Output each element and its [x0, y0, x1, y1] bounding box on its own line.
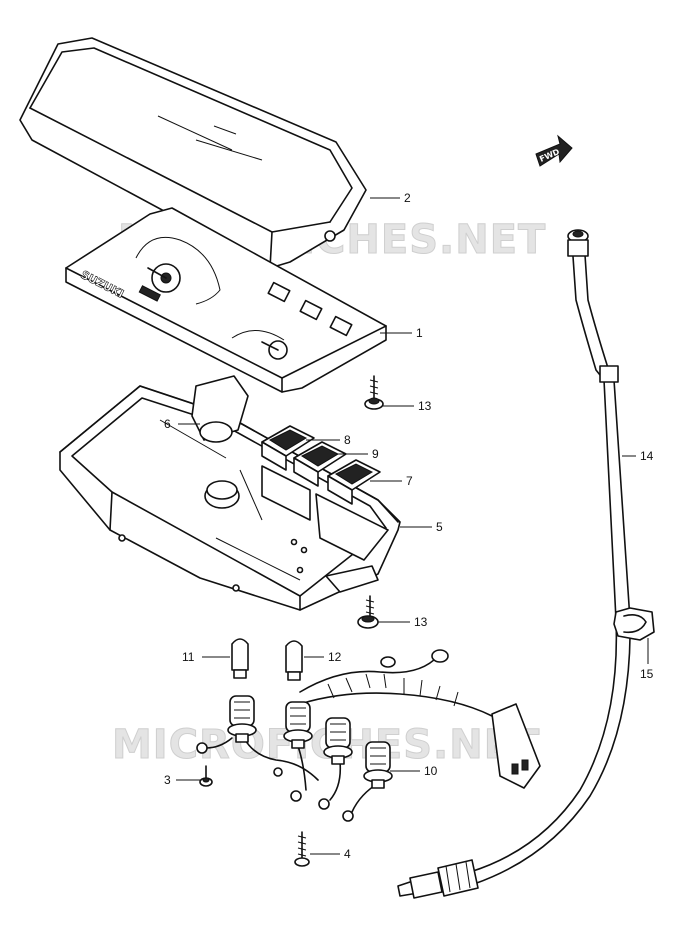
callout-12: 12 [328, 650, 342, 664]
bulb-socket-b [283, 701, 313, 749]
bulb-socket-c [323, 717, 353, 765]
fwd-arrow-icon: FWD [535, 134, 573, 167]
callout-7: 7 [406, 474, 413, 488]
cable-clamp [613, 607, 655, 641]
callout-13-upper: 13 [418, 399, 432, 413]
callout-4: 4 [344, 847, 351, 861]
meter-spacer [191, 375, 249, 443]
bulb-12 [285, 640, 303, 681]
callout-2: 2 [404, 191, 411, 205]
callout-8: 8 [344, 433, 351, 447]
callout-14: 14 [640, 449, 654, 463]
callout-6: 6 [164, 417, 171, 431]
indicator-block-8 [261, 425, 315, 471]
callout-9: 9 [372, 447, 379, 461]
callout-10: 10 [424, 764, 438, 778]
callout-1: 1 [416, 326, 423, 340]
indicator-block-7 [327, 459, 381, 505]
meter-lens-cover [19, 37, 367, 269]
bulb-11 [231, 638, 249, 679]
callout-11: 11 [182, 650, 195, 664]
bulb-socket-d [363, 741, 393, 789]
bulb-socket-a [227, 695, 257, 743]
callout-3: 3 [164, 773, 171, 787]
fwd-label: FWD [538, 147, 561, 164]
callout-13-lower: 13 [414, 615, 428, 629]
screw-3 [199, 765, 213, 787]
screw-13-upper [364, 375, 384, 410]
callouts: 2 1 13 6 8 9 7 5 13 11 12 10 3 4 14 15 [164, 191, 654, 861]
screw-13-lower [357, 595, 379, 629]
meter-lower-case [59, 385, 401, 611]
callout-15: 15 [640, 667, 654, 681]
speedometer-cable [397, 229, 631, 899]
screw-4 [294, 831, 310, 867]
callout-5: 5 [436, 520, 443, 534]
meter-dial-panel: SUZUKI [65, 207, 387, 393]
